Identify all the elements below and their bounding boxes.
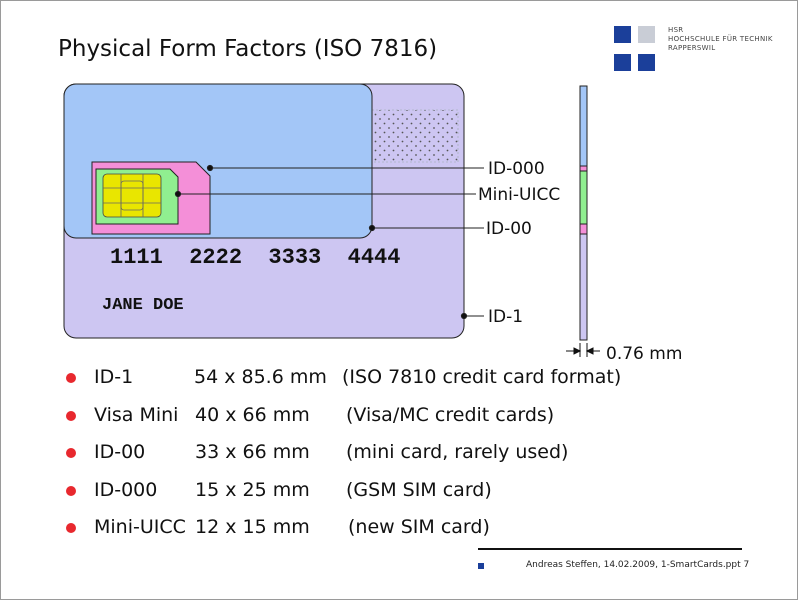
list-item: ID-00 33 x 66 mm (mini card, rarely used…	[66, 441, 686, 479]
logo-square	[638, 26, 655, 43]
footer-text: Andreas Steffen, 14.02.2009, 1-SmartCard…	[526, 560, 750, 570]
format-description: (Visa/MC credit cards)	[346, 403, 555, 426]
format-description: (GSM SIM card)	[346, 478, 492, 501]
format-description: (ISO 7810 credit card format)	[342, 366, 622, 388]
logo-square	[614, 26, 631, 43]
label-mini-uicc: Mini-UICC	[478, 185, 560, 205]
format-name: ID-1	[94, 366, 134, 388]
signature-panel	[371, 109, 459, 163]
card-side-view	[579, 85, 588, 341]
list-item: Visa Mini 40 x 66 mm (Visa/MC credit car…	[66, 404, 686, 442]
card-number: 1111 2222 3333 4444	[110, 245, 400, 270]
chip-contacts	[102, 173, 162, 218]
format-dimensions: 33 x 66 mm	[195, 441, 310, 463]
label-thickness: 0.76 mm	[606, 344, 682, 364]
bullet-icon	[66, 373, 76, 383]
format-name: Mini-UICC	[94, 516, 186, 538]
bullet-icon	[66, 523, 76, 533]
logo-text: HSR HOCHSCHULE FÜR TECHNIK RAPPERSWIL	[668, 26, 773, 53]
list-item: Mini-UICC 12 x 15 mm (new SIM card)	[66, 516, 686, 554]
bullet-icon	[66, 485, 76, 496]
logo-line: HSR	[668, 26, 684, 34]
logo-square	[614, 54, 631, 71]
bullet-icon	[66, 448, 76, 458]
label-id00: ID-00	[486, 219, 532, 239]
logo-line: RAPPERSWIL	[668, 44, 716, 52]
format-description: (new SIM card)	[348, 516, 490, 538]
label-id1: ID-1	[488, 307, 523, 327]
format-name: ID-000	[94, 478, 158, 501]
footer-square-icon	[478, 563, 484, 569]
slide-title: Physical Form Factors (ISO 7816)	[58, 36, 438, 62]
format-name: ID-00	[94, 441, 146, 463]
format-dimensions: 15 x 25 mm	[195, 478, 310, 501]
format-dimensions: 40 x 66 mm	[195, 403, 310, 426]
bullet-icon	[66, 410, 76, 421]
format-name: Visa Mini	[94, 403, 179, 426]
form-factor-list: ID-1 54 x 85.6 mm (ISO 7810 credit card …	[66, 366, 686, 554]
format-dimensions: 12 x 15 mm	[195, 516, 310, 538]
list-item: ID-1 54 x 85.6 mm (ISO 7810 credit card …	[66, 366, 686, 404]
footer-rule	[478, 548, 742, 550]
hsr-logo: HSR HOCHSCHULE FÜR TECHNIK RAPPERSWIL	[612, 22, 792, 80]
format-dimensions: 54 x 85.6 mm	[194, 366, 327, 388]
logo-square	[638, 54, 655, 71]
card-holder-name: JANE DOE	[102, 296, 184, 315]
format-description: (mini card, rarely used)	[346, 441, 569, 463]
label-id000: ID-000	[488, 159, 545, 179]
thickness-dimension	[566, 343, 600, 357]
list-item: ID-000 15 x 25 mm (GSM SIM card)	[66, 479, 686, 517]
logo-line: HOCHSCHULE FÜR TECHNIK	[668, 35, 773, 43]
